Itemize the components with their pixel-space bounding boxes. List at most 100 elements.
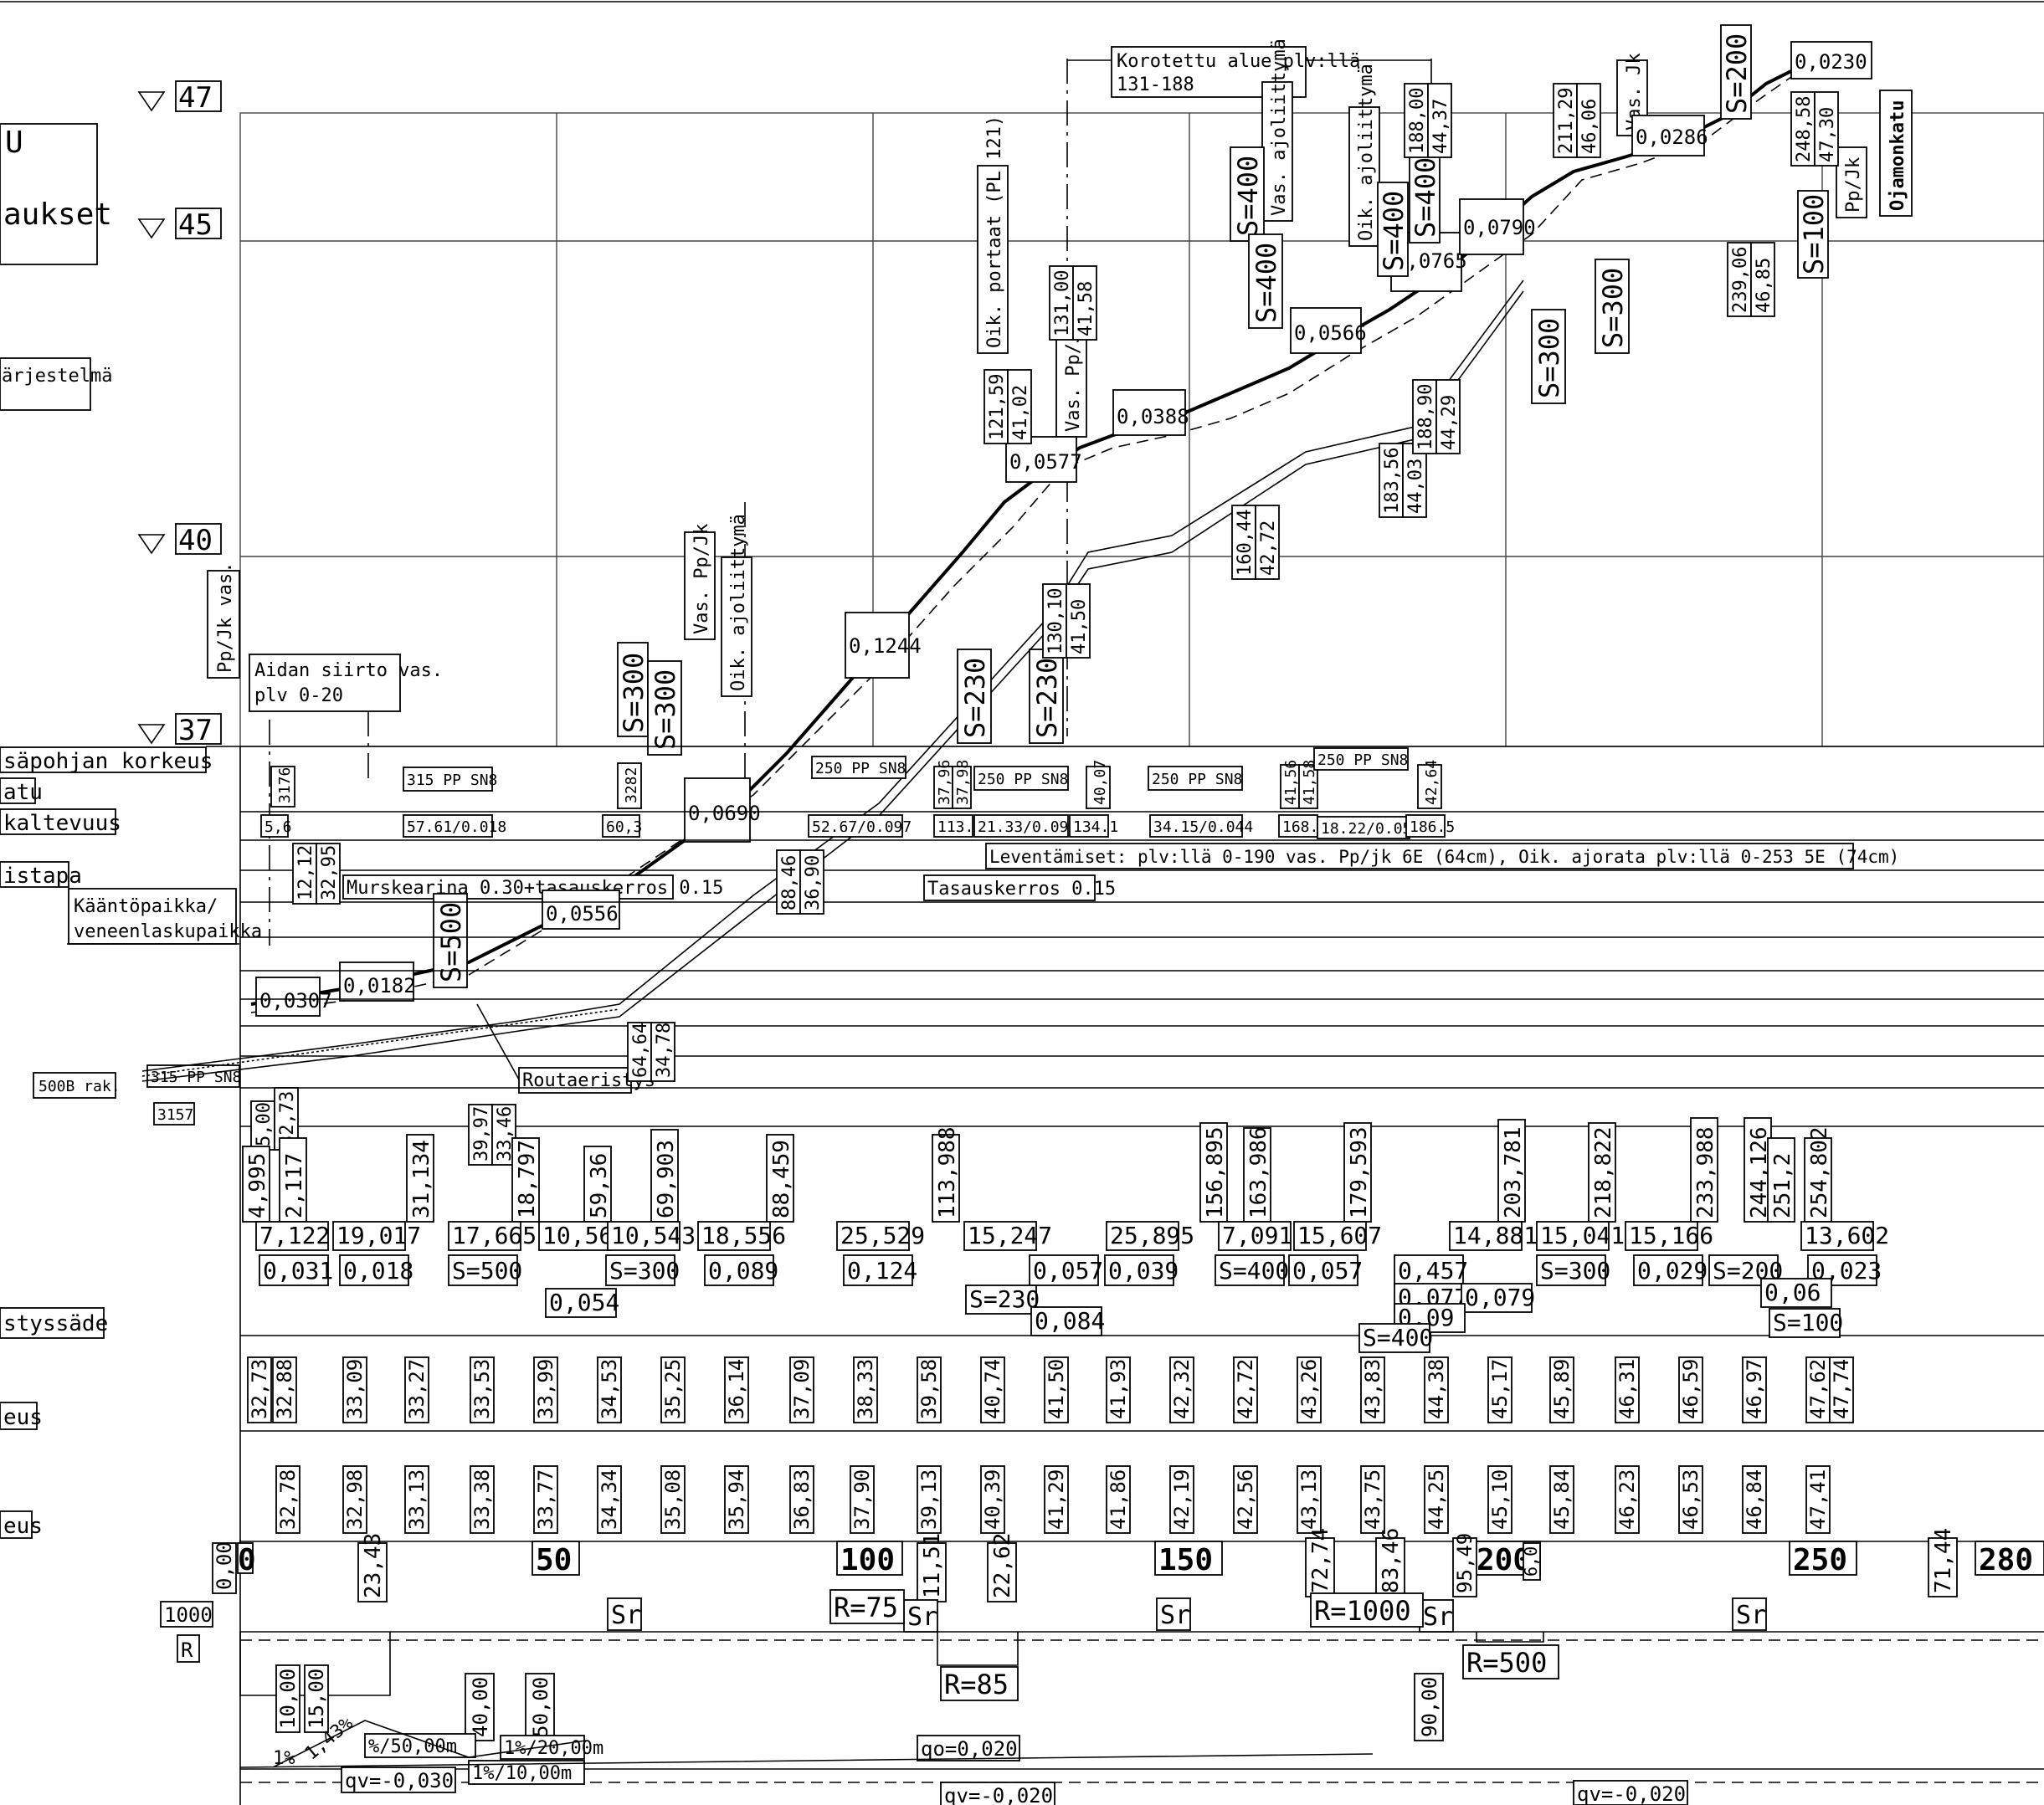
note-korotettu-2: 131-188 bbox=[1117, 74, 1194, 95]
va-slope-box bbox=[259, 1254, 329, 1286]
elevation-existing-box bbox=[1678, 1465, 1703, 1534]
va-length: 156,895 bbox=[1203, 1126, 1228, 1218]
station-value: 183,56 bbox=[1382, 448, 1403, 514]
va-slope-box bbox=[1633, 1254, 1703, 1286]
crossfall-pct: 1%/20,00m bbox=[504, 1738, 603, 1759]
elevation-design-box bbox=[1233, 1356, 1258, 1423]
elevation-design: 43,26 bbox=[1297, 1359, 1321, 1419]
misc-value: 5,00 bbox=[254, 1102, 275, 1146]
pipe-value: 5,6 bbox=[264, 818, 292, 836]
va-slope: 0,124 bbox=[847, 1257, 917, 1285]
elevation-existing: 45,84 bbox=[1550, 1469, 1574, 1530]
chainage-minor: 71,44 bbox=[1931, 1528, 1956, 1593]
elevation-mark-47: 47 bbox=[137, 80, 222, 115]
va-radius-box bbox=[1449, 1221, 1523, 1251]
legend-row-street: atu bbox=[3, 780, 43, 805]
va-radius: 25,529 bbox=[840, 1222, 925, 1249]
station-value: 211,29 bbox=[1556, 88, 1577, 154]
va-radius-box bbox=[538, 1221, 612, 1251]
elevation-existing-box bbox=[850, 1465, 875, 1534]
legend-title-2: aukset bbox=[3, 197, 112, 232]
va-slope: S=300 bbox=[609, 1257, 680, 1285]
elevation-existing: 41,86 bbox=[1107, 1469, 1130, 1530]
elevation-design-box bbox=[342, 1356, 367, 1423]
radius-label: R=500 bbox=[1466, 1647, 1547, 1679]
va-radius-box bbox=[255, 1221, 329, 1251]
elevation-design: 33,09 bbox=[343, 1359, 367, 1419]
pipe-value: 40,07 bbox=[1091, 760, 1109, 805]
elevation-existing: 46,23 bbox=[1615, 1469, 1639, 1530]
crossfall-value: 50,00 bbox=[529, 1677, 552, 1737]
elevation-existing-box bbox=[1044, 1465, 1069, 1534]
elevation-existing: 47,41 bbox=[1806, 1469, 1830, 1530]
va-length: 179,593 bbox=[1347, 1126, 1372, 1218]
elevation-existing-box bbox=[342, 1465, 367, 1534]
va-slope: 0,457 bbox=[1398, 1257, 1468, 1285]
chainage-280: 280 bbox=[1979, 1543, 2033, 1577]
va-slope: S=500 bbox=[452, 1257, 522, 1285]
elevation-existing-box bbox=[1742, 1465, 1767, 1534]
va-radius-box bbox=[1293, 1221, 1367, 1251]
note-aidan-1: Aidan siirto vas. bbox=[254, 660, 443, 681]
vc-label: S=300 bbox=[1597, 268, 1629, 348]
elevation-design: 46,59 bbox=[1679, 1359, 1702, 1419]
profile-slope: 0,0182 bbox=[343, 974, 416, 997]
vc-label: S=300 bbox=[650, 669, 681, 750]
elevation-design: 32,73 bbox=[248, 1359, 271, 1419]
profile-slope: 0,0790 bbox=[1463, 216, 1536, 239]
elevation-existing-box bbox=[789, 1465, 814, 1534]
svg-text:47: 47 bbox=[178, 81, 213, 115]
va-radius: 7,091 bbox=[1222, 1222, 1292, 1249]
elevation-existing-box bbox=[980, 1465, 1005, 1534]
elevation-existing: 45,10 bbox=[1488, 1469, 1512, 1530]
elevation-design-box bbox=[404, 1356, 429, 1423]
note-leventamiset: Leventämiset: plv:llä 0-190 vas. Pp/jk 6… bbox=[989, 847, 1899, 867]
legend-row-existing: eus bbox=[3, 1514, 43, 1539]
misc-values: 12,12 32,95 88,46 36,90 64,64 34,78 5,00… bbox=[250, 843, 824, 1166]
va-length-box bbox=[1690, 1117, 1718, 1223]
va-length: 31,134 bbox=[409, 1140, 434, 1218]
profile-slope: 0,0690 bbox=[688, 802, 761, 825]
elevation-design: 34,53 bbox=[598, 1359, 621, 1419]
elevation-design-box bbox=[1106, 1356, 1131, 1423]
chainage-minor: 23,43 bbox=[361, 1533, 386, 1598]
elevation-existing: 40,39 bbox=[981, 1469, 1004, 1530]
profile-slope: 0,0556 bbox=[546, 902, 619, 926]
profile-slope: 0,0388 bbox=[1117, 405, 1189, 428]
elevation-design: 47,62 bbox=[1806, 1359, 1830, 1419]
va-length: 163,986 bbox=[1246, 1126, 1271, 1218]
sr-label: Sr bbox=[611, 1601, 641, 1630]
va-radius-box bbox=[1106, 1221, 1179, 1251]
va-slope-2-box bbox=[1461, 1283, 1533, 1313]
va-slope-2: S=100 bbox=[1773, 1309, 1843, 1336]
va-length: 251,2 bbox=[1770, 1153, 1795, 1218]
va-length-box bbox=[242, 1146, 270, 1223]
elevation-design-box bbox=[1487, 1356, 1512, 1423]
chainage-250: 250 bbox=[1793, 1543, 1847, 1577]
radius-label: R=1000 bbox=[1314, 1595, 1411, 1627]
elevation-design: 38,33 bbox=[854, 1359, 877, 1419]
station-elev: 46,06 bbox=[1579, 99, 1600, 154]
va-radius-box bbox=[1218, 1221, 1292, 1251]
elevation-existing: 36,83 bbox=[790, 1469, 814, 1530]
vc-label: S=400 bbox=[1410, 157, 1441, 238]
pipe-value: 18.22/0.058 bbox=[1321, 820, 1420, 838]
elevation-existing: 34,34 bbox=[598, 1469, 621, 1530]
va-slope-box bbox=[1029, 1254, 1099, 1286]
va-length: 113,988 bbox=[935, 1126, 960, 1218]
elevation-existing: 44,25 bbox=[1425, 1469, 1448, 1530]
elevation-existing: 41,29 bbox=[1045, 1469, 1068, 1530]
rak-pipe: 315 PP SN8 bbox=[151, 1069, 241, 1086]
va-slope: S=400 bbox=[1219, 1257, 1289, 1285]
va-radius: 15,166 bbox=[1629, 1222, 1713, 1249]
elevation-design: 39,58 bbox=[917, 1359, 941, 1419]
va-length-box bbox=[406, 1134, 434, 1223]
note-vas-pp-jk: Vas. Pp/Jk bbox=[691, 524, 712, 634]
va-slope-2: S=400 bbox=[1363, 1324, 1433, 1351]
chainage-0: 0 bbox=[238, 1543, 256, 1577]
chainage-minor: 83,46 bbox=[1379, 1528, 1404, 1593]
pipe-value: 57.61/0.018 bbox=[407, 818, 506, 836]
crossfall-qv: qv=-0,030 bbox=[345, 1769, 454, 1792]
